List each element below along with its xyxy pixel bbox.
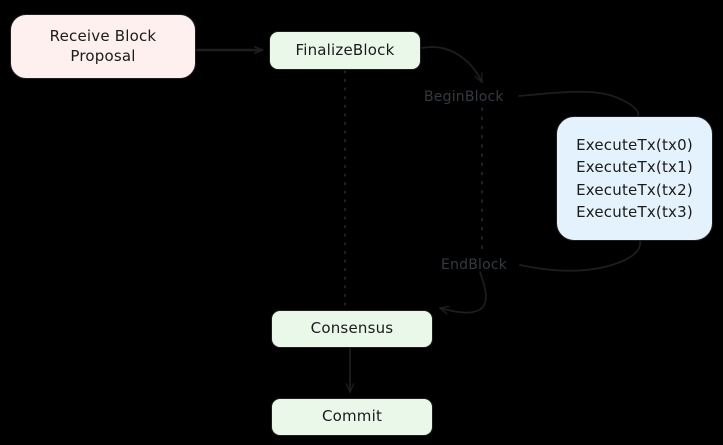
execute-tx-line-2: ExecuteTx(tx2): [576, 180, 693, 199]
edge-label-end-block: EndBlock: [441, 257, 508, 273]
execute-tx-line-0: ExecuteTx(tx0): [576, 136, 693, 155]
node-receive-block-proposal[interactable]: Receive Block Proposal: [10, 14, 196, 79]
execute-tx-line-3: ExecuteTx(tx3): [576, 202, 693, 221]
edge-endblock-to-consensus: [438, 271, 487, 315]
edge-label-begin-block: BeginBlock: [424, 89, 504, 105]
edge-beginblock-to-executetx: [518, 90, 640, 118]
node-commit[interactable]: Commit: [271, 398, 433, 436]
node-execute-tx[interactable]: ExecuteTx(tx0) ExecuteTx(tx1) ExecuteTx(…: [556, 116, 713, 241]
edge-finalize-to-beginblock: [421, 46, 483, 84]
node-consensus[interactable]: Consensus: [271, 310, 433, 348]
node-finalize-block[interactable]: FinalizeBlock: [269, 31, 421, 70]
execute-tx-line-1: ExecuteTx(tx1): [576, 158, 693, 177]
edge-executetx-to-endblock: [519, 240, 641, 272]
